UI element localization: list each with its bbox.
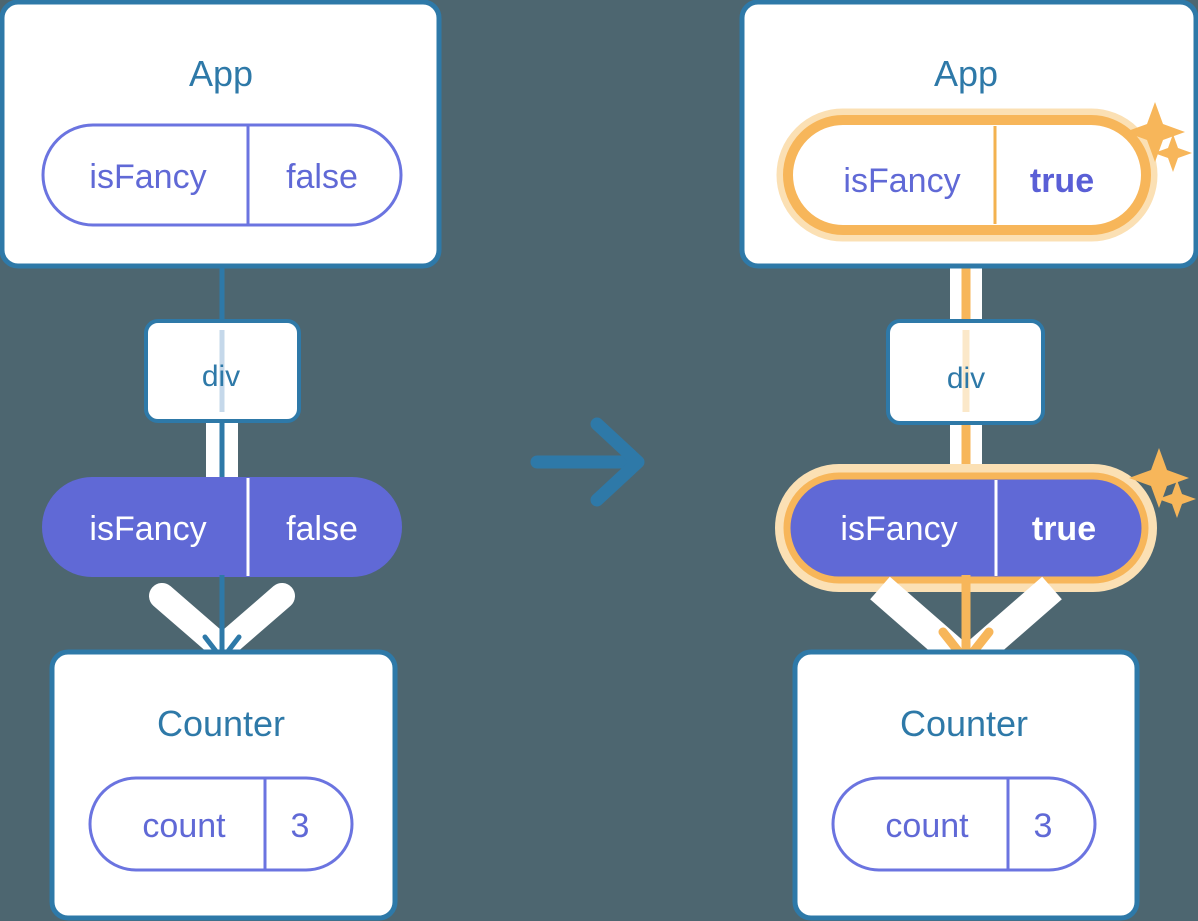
sparkle-icon-group-app xyxy=(1125,102,1192,172)
app-state-pill-key: isFancy xyxy=(89,158,206,196)
prop-pill-value: false xyxy=(286,510,358,548)
panel-after: App isFancy true div isFancy true xyxy=(739,0,1198,921)
prop-pill-key: isFancy xyxy=(89,510,206,548)
counter-state-pill-value: 3 xyxy=(1034,807,1053,845)
app-title: App xyxy=(189,53,253,94)
sparkle-icon-large xyxy=(1125,102,1185,162)
app-title: App xyxy=(934,53,998,94)
app-state-pill-key: isFancy xyxy=(843,162,960,200)
render-flash-wings xyxy=(870,576,1062,668)
prop-pill-key: isFancy xyxy=(840,510,957,548)
app-state-pill xyxy=(41,123,403,227)
counter-state-pill-key: count xyxy=(885,807,969,845)
app-state-pill-highlight-ring xyxy=(783,115,1151,235)
render-flash-wings xyxy=(149,583,295,661)
counter-state-pill-value: 3 xyxy=(291,807,310,845)
sparkle-icon-group-prop xyxy=(1129,448,1196,518)
app-state-pill-value: true xyxy=(1030,162,1094,200)
div-node-label: div xyxy=(947,362,985,395)
prop-pill xyxy=(42,477,402,577)
app-state-pill-glow xyxy=(776,108,1158,242)
div-node-label: div xyxy=(202,360,240,393)
counter-state-pill xyxy=(831,776,1097,872)
sparkle-icon-large xyxy=(1129,448,1189,508)
prop-pill-value: true xyxy=(1032,510,1096,548)
counter-state-pill-key: count xyxy=(142,807,226,845)
counter-state-pill xyxy=(88,776,354,872)
transition-arrow xyxy=(530,417,645,507)
sparkle-icon-small xyxy=(1154,134,1192,172)
panel-before: App isFancy false div isFancy false Coun… xyxy=(0,0,442,921)
render-arrow xyxy=(202,575,242,662)
app-state-pill-value: false xyxy=(286,158,358,196)
counter-title: Counter xyxy=(157,703,285,744)
counter-title: Counter xyxy=(900,703,1028,744)
sparkle-icon-small xyxy=(1158,480,1196,518)
